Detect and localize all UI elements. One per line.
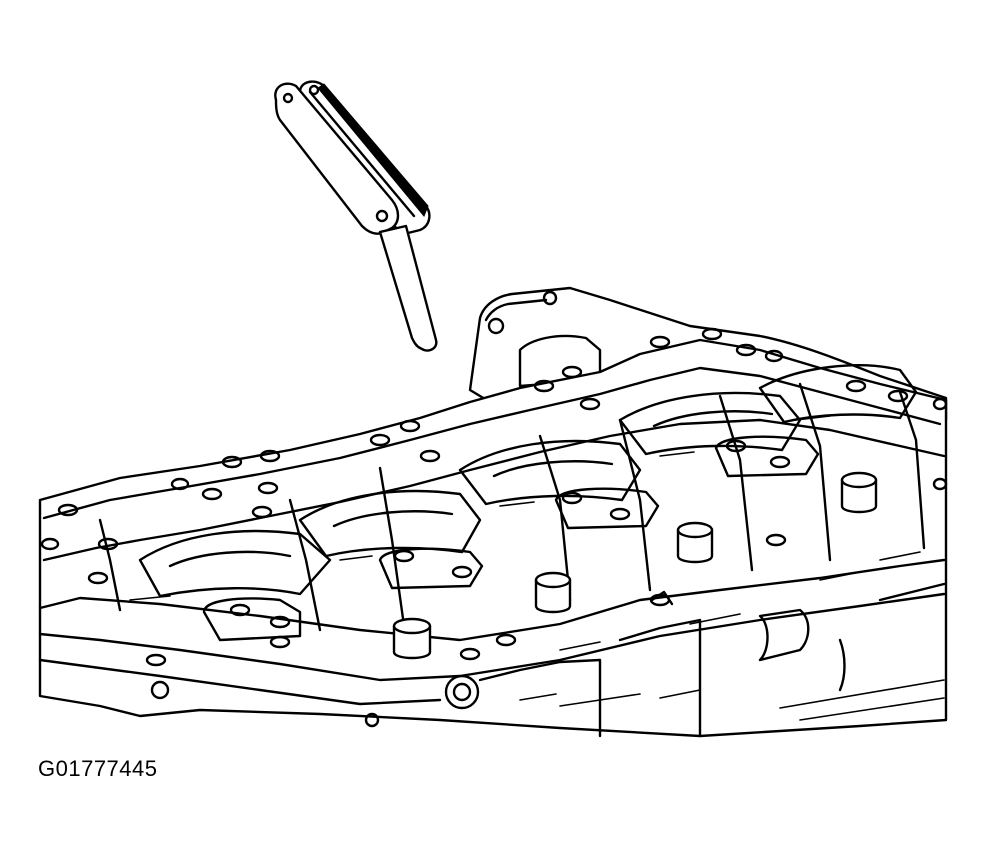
engine-block-illustration [38,80,948,738]
figure-id-label: G01777445 [38,756,158,781]
tool-wrench [274,80,438,352]
bearing-webs [98,382,926,642]
bolt-bosses [392,471,878,660]
cap-plates [202,435,820,642]
engine-block [38,286,948,738]
